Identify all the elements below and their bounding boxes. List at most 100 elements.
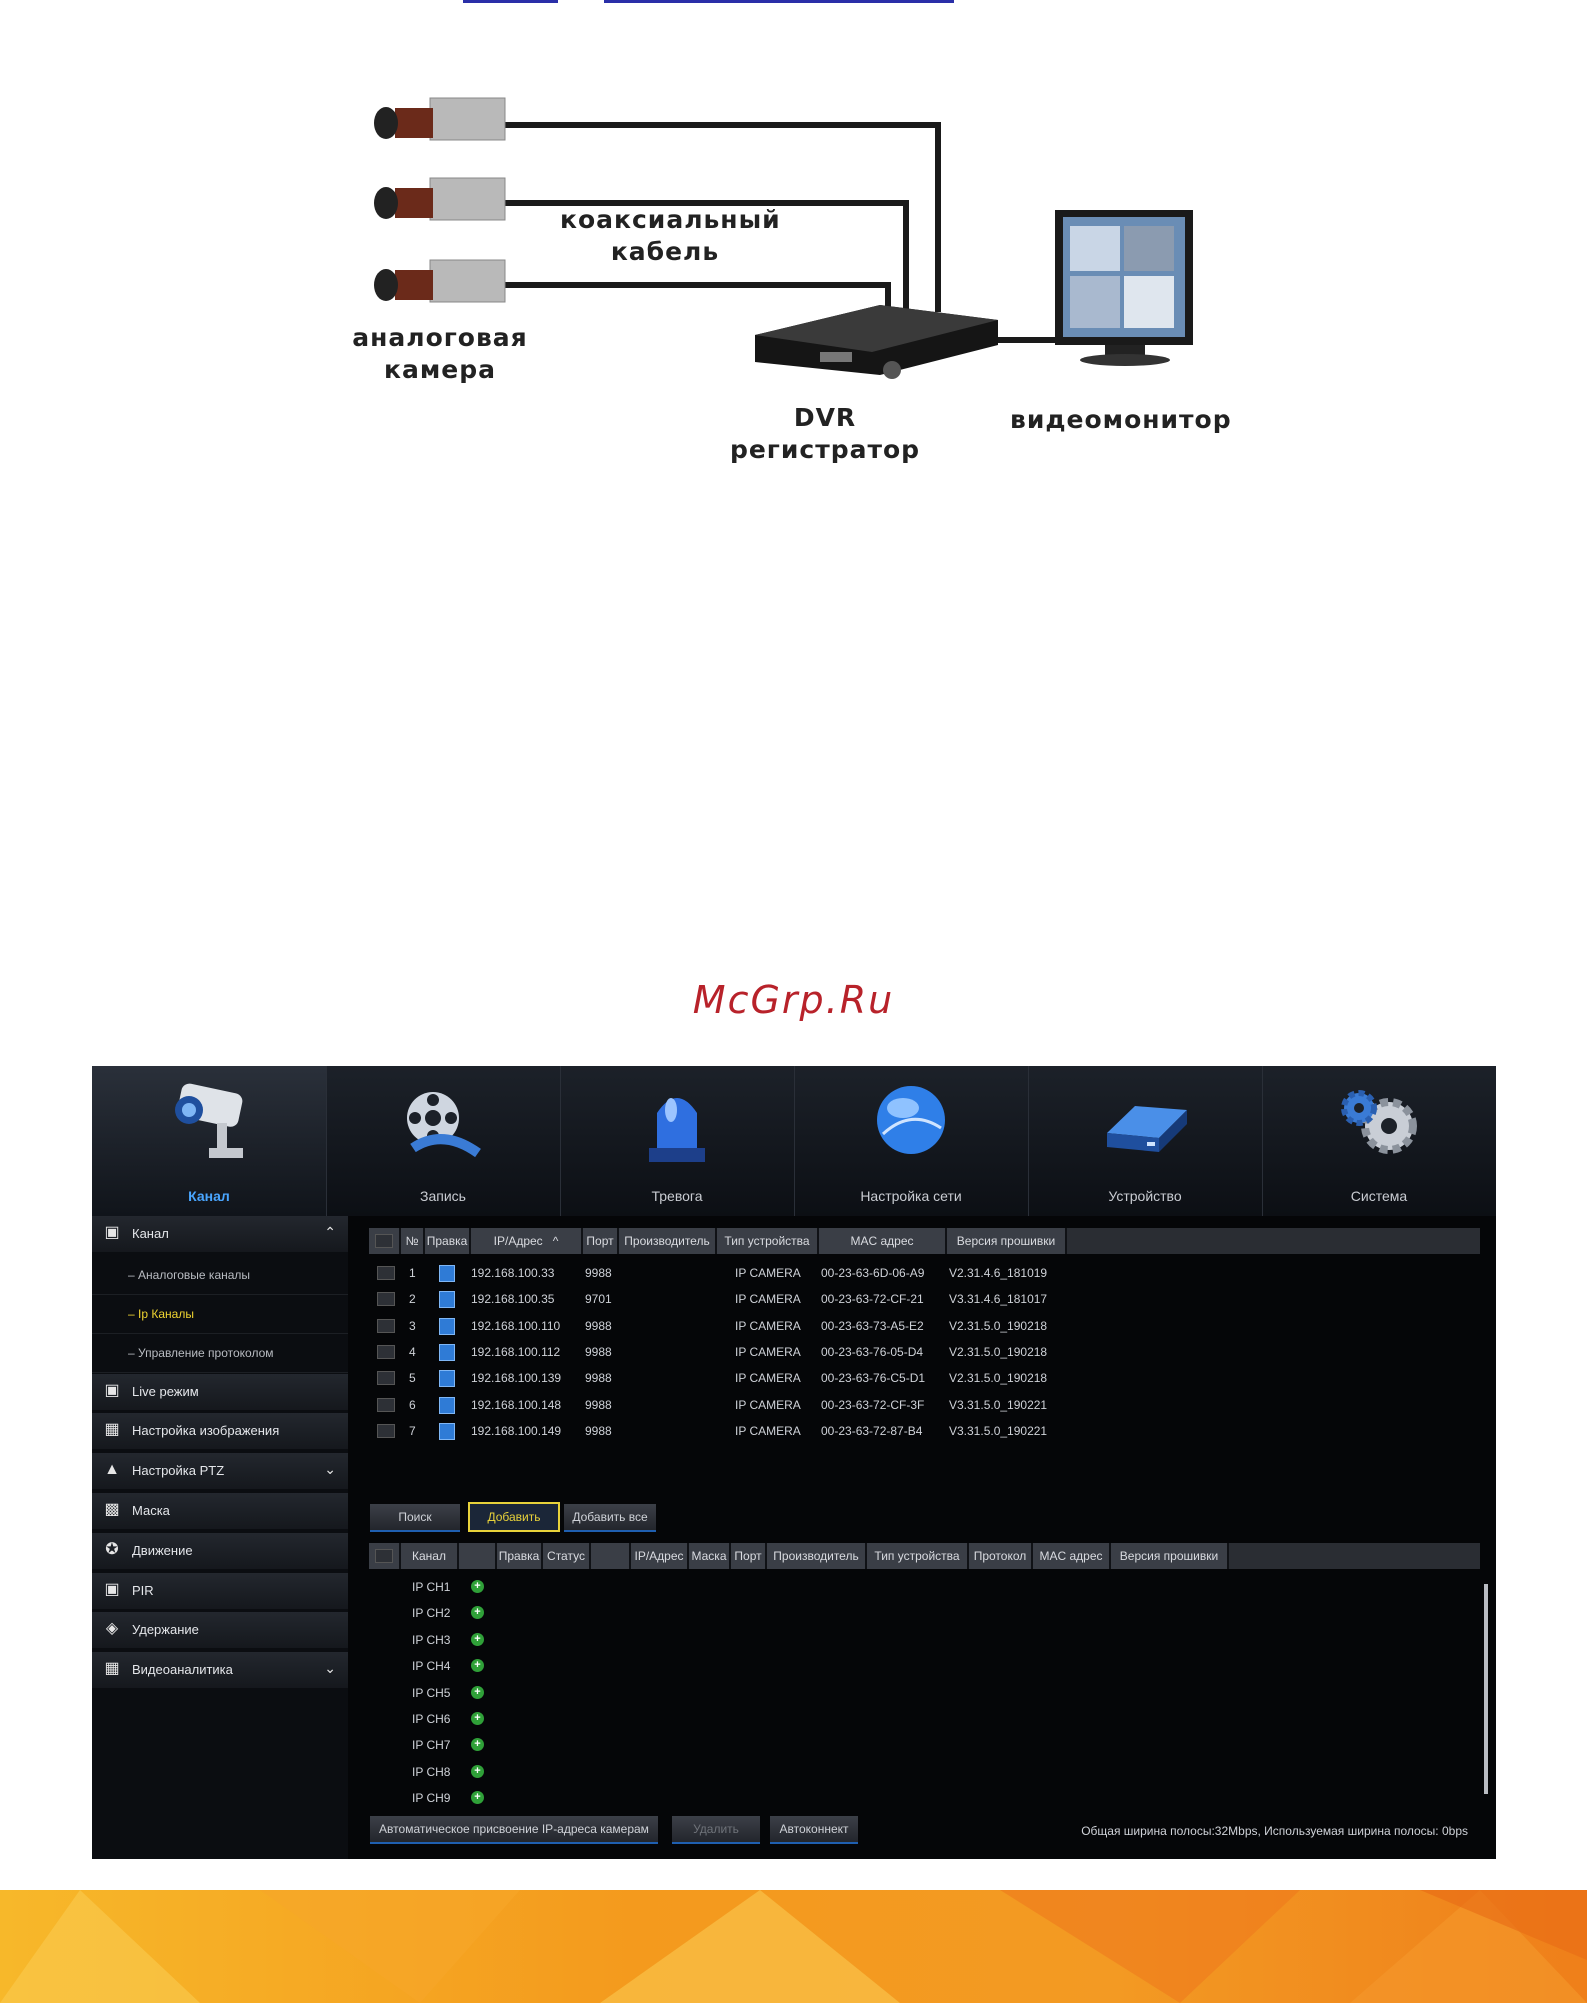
select-all-checkbox[interactable] [375,1234,393,1248]
row-checkbox[interactable] [377,1292,395,1307]
edit-icon[interactable] [439,1265,455,1282]
sidebar-item-mask[interactable]: ▩ Маска [92,1493,348,1529]
sidebar-item-image[interactable]: ▦ Настройка изображения [92,1413,348,1449]
sidebar-item-pir[interactable]: ▣ PIR [92,1573,348,1609]
sidebar-subitem-ip-channels[interactable]: – Ip Каналы [92,1295,348,1334]
sidebar-item-live[interactable]: ▣ Live режим [92,1374,348,1410]
header-select-all[interactable] [369,1228,401,1254]
add-camera-icon[interactable]: + [471,1764,484,1778]
select-all-checkbox[interactable] [375,1549,393,1563]
header-device-type[interactable]: Тип устройства [717,1228,819,1254]
tab-alarm[interactable]: Тревога [560,1066,795,1216]
tab-network[interactable]: Настройка сети [794,1066,1029,1216]
header-status[interactable]: Статус [543,1543,591,1569]
header-firmware[interactable]: Версия прошивки [1111,1543,1229,1569]
table-row[interactable]: IP CH3+ [369,1627,1480,1653]
header-vendor[interactable]: Производитель [767,1543,867,1569]
sidebar-item-hold[interactable]: ◈ Удержание [92,1612,348,1648]
sidebar-item-motion[interactable]: ✪ Движение [92,1533,348,1569]
sidebar-subitem-analog[interactable]: – Аналоговые каналы [92,1256,348,1295]
sidebar-item-label: Движение [132,1543,193,1558]
search-button[interactable]: Поиск [370,1504,460,1532]
edit-icon[interactable] [439,1422,455,1440]
tab-label: Система [1350,1188,1408,1204]
sort-asc-icon: ^ [552,1234,559,1248]
header-port[interactable]: Порт [583,1228,619,1254]
sidebar-item-label: Настройка PTZ [132,1463,225,1478]
table-row[interactable]: IP CH7 + [369,1732,1480,1758]
row-checkbox[interactable] [377,1371,395,1386]
header-device-type[interactable]: Тип устройства [867,1543,969,1569]
add-camera-icon[interactable]: + [471,1580,484,1593]
header-select-all[interactable] [369,1543,401,1569]
table-row[interactable]: IP CH1+ [369,1574,1480,1600]
header-channel[interactable]: Канал [401,1543,459,1569]
header-edit[interactable]: Правка [425,1228,471,1254]
added-table-header: Канал Правка Статус IP/Адрес Маска Порт … [369,1543,1480,1569]
auto-assign-ip-button[interactable]: Автоматическое присвоение IP-адреса каме… [370,1816,658,1844]
header-mac[interactable]: MAC адрес [1033,1543,1111,1569]
add-all-button[interactable]: Добавить все [564,1504,656,1532]
tab-system[interactable]: Система [1262,1066,1496,1216]
header-edit[interactable]: Правка [497,1543,543,1569]
tab-label: Тревога [651,1188,703,1204]
header-mac[interactable]: MAC адрес [819,1228,947,1254]
row-port: 9988 [585,1371,612,1386]
auto-connect-button[interactable]: Автоконнект [770,1816,858,1844]
add-camera-icon[interactable]: + [471,1791,484,1805]
scrollbar[interactable] [1484,1584,1488,1794]
row-channel: IP CH7 [412,1738,451,1753]
header-firmware[interactable]: Версия прошивки [947,1228,1067,1254]
add-camera-icon[interactable]: + [471,1606,484,1620]
header-mask[interactable]: Маска [689,1543,731,1569]
header-port[interactable]: Порт [731,1543,767,1569]
table-row[interactable]: IP CH2+ [369,1600,1480,1626]
add-camera-icon[interactable]: + [471,1659,484,1673]
tab-record[interactable]: Запись [326,1066,561,1216]
edit-icon[interactable] [439,1343,455,1361]
row-checkbox[interactable] [377,1318,395,1333]
edit-icon[interactable] [439,1396,455,1414]
sidebar-subitem-protocol[interactable]: – Управление протоколом [92,1334,348,1373]
add-camera-icon[interactable]: + [471,1738,484,1752]
add-camera-icon[interactable]: + [471,1685,484,1699]
header-ip[interactable]: IP/Адрес [631,1543,689,1569]
table-row[interactable]: IP CH4+ [369,1653,1480,1679]
sidebar-item-channel[interactable]: ▣ Канал ⌃ [92,1216,348,1252]
add-camera-icon[interactable]: + [471,1632,484,1646]
header-no[interactable]: № [401,1228,425,1254]
sidebar-item-label: PIR [132,1583,154,1598]
tab-channel[interactable]: Канал [92,1066,327,1216]
table-row[interactable]: IP CH9+ [369,1785,1480,1811]
sidebar-subitem-label: Ip Каналы [138,1307,194,1321]
tab-device[interactable]: Устройство [1028,1066,1263,1216]
row-checkbox[interactable] [377,1397,395,1412]
sidebar-item-ptz[interactable]: ▲ Настройка PTZ ⌄ [92,1453,348,1489]
row-checkbox[interactable] [377,1344,395,1359]
edit-icon[interactable] [439,1370,455,1388]
edit-icon[interactable] [439,1291,455,1309]
add-button[interactable]: Добавить [468,1502,560,1532]
row-checkbox[interactable] [377,1266,395,1280]
header-vendor[interactable]: Производитель [619,1228,717,1254]
delete-button[interactable]: Удалить [672,1816,760,1844]
edit-icon[interactable] [439,1317,455,1335]
row-device-type: IP CAMERA [735,1318,801,1333]
add-camera-icon[interactable]: + [471,1712,484,1725]
sidebar-item-analytics[interactable]: ▦ Видеоаналитика ⌄ [92,1652,348,1688]
table-row[interactable]: IP CH6+ [369,1706,1480,1732]
header-protocol[interactable]: Протокол [969,1543,1033,1569]
table-row[interactable]: IP CH5+ [369,1680,1480,1706]
camera-icon [175,1083,243,1158]
row-no: 2 [409,1292,416,1307]
header-ip[interactable]: IP/Адрес ^ [471,1228,583,1254]
row-checkbox[interactable] [377,1423,395,1438]
table-row[interactable]: IP CH8+ [369,1759,1480,1785]
